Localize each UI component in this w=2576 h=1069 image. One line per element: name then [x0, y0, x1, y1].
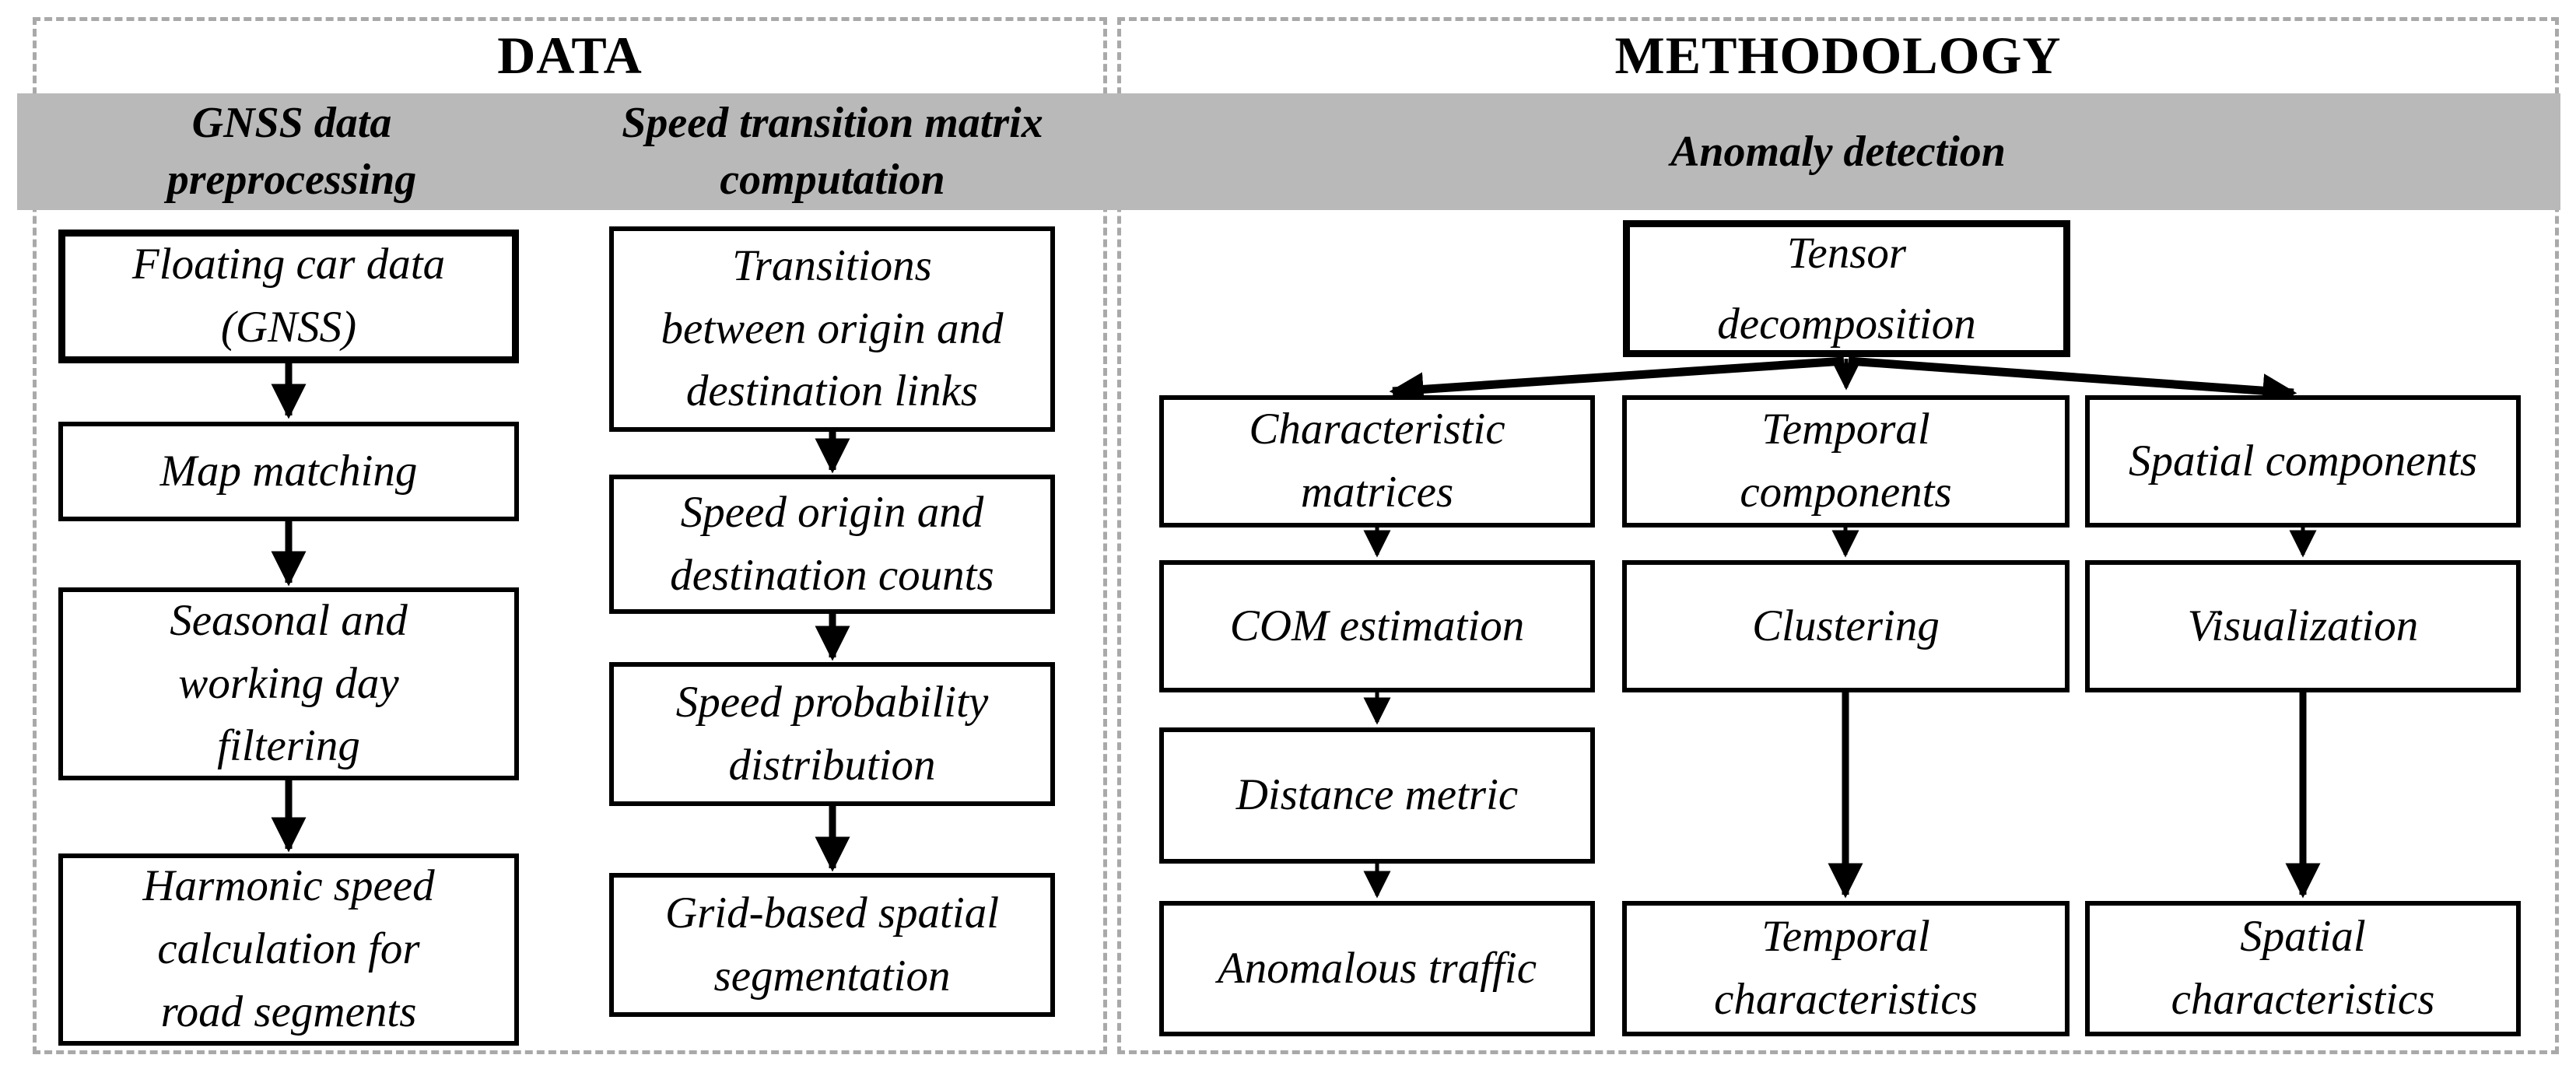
methodology-panel-title: METHODOLOGY	[1614, 25, 2062, 85]
data-panel-border	[33, 17, 1107, 1054]
box-speed-od-counts: Speed origin and destination counts	[609, 475, 1055, 614]
box-map-matching: Map matching	[58, 422, 519, 521]
box-temporal-components: Temporal components	[1622, 395, 2070, 527]
box-distance-metric: Distance metric	[1159, 727, 1595, 864]
section-header-band	[17, 93, 2560, 210]
methodology-panel-border	[1117, 17, 2559, 1054]
box-com-estimation: COM estimation	[1159, 560, 1595, 692]
box-clustering: Clustering	[1622, 560, 2070, 692]
header-anomaly-detection: Anomaly detection	[1670, 127, 2006, 176]
header-speed-transition-matrix: Speed transition matrix computation	[622, 99, 1043, 204]
box-anomalous-traffic: Anomalous traffic	[1159, 901, 1595, 1036]
box-transitions-links: Transitions between origin and destinati…	[609, 226, 1055, 432]
box-grid-segmentation: Grid-based spatial segmentation	[609, 873, 1055, 1017]
header-gnss-preprocessing: GNSS data preprocessing	[166, 99, 417, 204]
arrow-tensor-to-spatial	[1848, 356, 2297, 408]
box-speed-probability: Speed probability distribution	[609, 662, 1055, 806]
box-characteristic-matrices: Characteristic matrices	[1159, 395, 1595, 527]
box-harmonic-speed: Harmonic speed calculation for road segm…	[58, 853, 519, 1046]
box-spatial-components: Spatial components	[2085, 395, 2521, 527]
box-floating-car-data: Floating car data (GNSS)	[58, 230, 519, 363]
data-panel-title: DATA	[497, 25, 643, 85]
box-visualization: Visualization	[2085, 560, 2521, 692]
box-spatial-characteristics: Spatial characteristics	[2085, 901, 2521, 1036]
box-temporal-characteristics: Temporal characteristics	[1622, 901, 2070, 1036]
arrow-tensor-to-characteristic	[1389, 356, 1845, 407]
box-tensor-decomposition: Tensor decomposition	[1623, 220, 2070, 357]
box-seasonal-filtering: Seasonal and working day filtering	[58, 587, 519, 780]
